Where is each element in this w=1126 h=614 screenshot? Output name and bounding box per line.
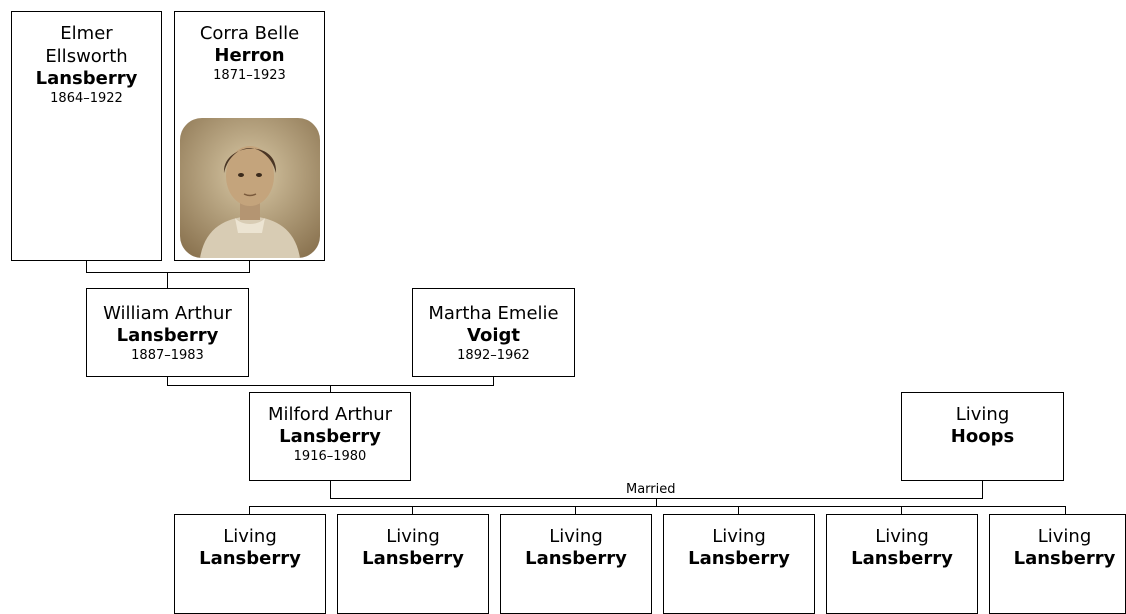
person-box-corra[interactable]: Corra Belle Herron 1871–1923 — [174, 11, 325, 261]
portrait-image — [180, 118, 320, 258]
surname: Lansberry — [35, 68, 138, 89]
connector — [86, 261, 87, 273]
connector — [982, 481, 983, 499]
life-years: 1892–1962 — [457, 348, 530, 363]
children-bus — [249, 506, 1066, 507]
given-name: William Arthur — [103, 303, 232, 324]
connector — [1065, 506, 1066, 515]
given-name: Living — [386, 526, 440, 547]
given-name: Living — [712, 526, 766, 547]
connector — [901, 506, 902, 515]
person-box-william[interactable]: William Arthur Lansberry 1887–1983 — [86, 288, 249, 377]
surname: Lansberry — [688, 548, 790, 569]
portrait-photo[interactable] — [180, 118, 320, 258]
surname: Voigt — [467, 325, 520, 346]
given-name: Martha Emelie — [428, 303, 559, 324]
person-box-martha[interactable]: Martha Emelie Voigt 1892–1962 — [412, 288, 575, 377]
given-name: Living — [1037, 526, 1092, 547]
child-box-6[interactable]: Living Lansberry — [989, 514, 1126, 614]
surname: Hoops — [950, 426, 1015, 447]
connector — [738, 506, 739, 515]
surname: Lansberry — [279, 426, 381, 447]
given-name: Elmer Ellsworth — [45, 23, 128, 67]
given-name: Living — [955, 404, 1010, 425]
connector — [330, 481, 331, 499]
surname: Lansberry — [116, 325, 219, 346]
surname: Herron — [214, 45, 285, 66]
given-name: Milford Arthur — [267, 404, 393, 425]
connector — [493, 377, 494, 386]
surname: Lansberry — [525, 548, 627, 569]
connector — [167, 272, 168, 289]
connector — [575, 506, 576, 515]
person-box-milford[interactable]: Milford Arthur Lansberry 1916–1980 — [249, 392, 411, 481]
given-name: Corra Belle — [199, 23, 300, 44]
given-name: Living — [875, 526, 929, 547]
connector — [656, 498, 657, 506]
person-box-hoops[interactable]: Living Hoops — [901, 392, 1064, 481]
child-box-4[interactable]: Living Lansberry — [663, 514, 815, 614]
life-years: 1864–1922 — [50, 91, 123, 106]
connector — [330, 385, 331, 393]
surname: Lansberry — [1013, 548, 1116, 569]
given-name: Living — [223, 526, 277, 547]
connector — [86, 272, 250, 273]
given-name: Living — [549, 526, 603, 547]
life-years: 1887–1983 — [131, 348, 204, 363]
connector — [412, 506, 413, 515]
connector — [167, 377, 168, 386]
married-label: Married — [624, 482, 678, 497]
life-years: 1916–1980 — [293, 449, 367, 464]
surname: Lansberry — [362, 548, 464, 569]
connector — [249, 261, 250, 273]
child-box-5[interactable]: Living Lansberry — [826, 514, 978, 614]
person-box-elmer[interactable]: Elmer Ellsworth Lansberry 1864–1922 — [11, 11, 162, 261]
child-box-2[interactable]: Living Lansberry — [337, 514, 489, 614]
surname: Lansberry — [851, 548, 953, 569]
child-box-1[interactable]: Living Lansberry — [174, 514, 326, 614]
life-years: 1871–1923 — [213, 68, 286, 83]
surname: Lansberry — [199, 548, 301, 569]
child-box-3[interactable]: Living Lansberry — [500, 514, 652, 614]
connector — [249, 506, 250, 515]
